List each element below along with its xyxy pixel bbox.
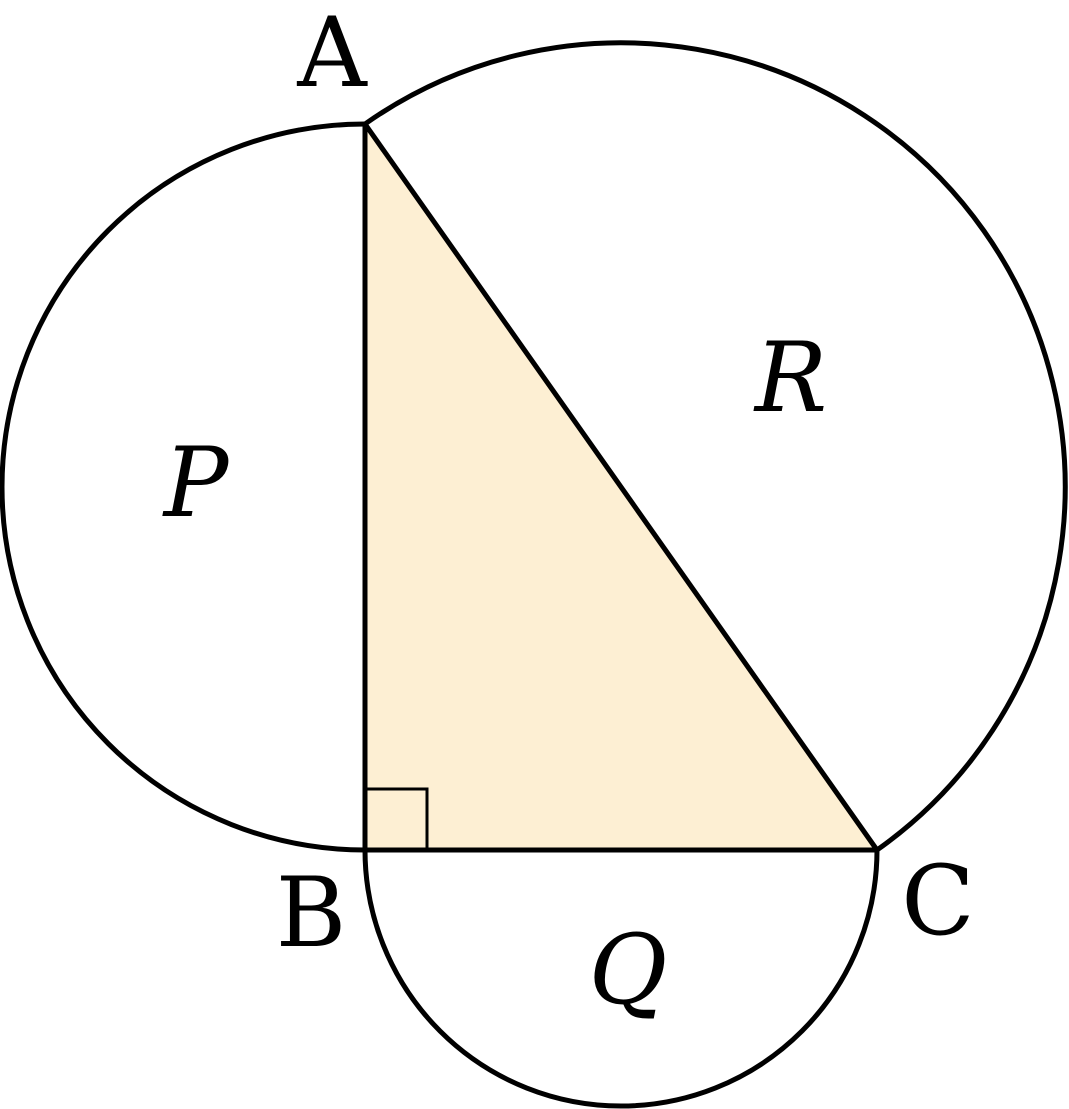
region-label-r: R (753, 322, 827, 434)
side-ac-hypotenuse (362, 122, 880, 852)
vertex-label-a: A (296, 0, 368, 109)
semicircle-p (0, 121, 366, 853)
vertex-label-c: C (901, 845, 974, 957)
vertex-label-b: B (276, 857, 347, 969)
semicircle-r (363, 40, 1068, 853)
region-label-q: Q (589, 914, 668, 1026)
semicircle-q (362, 849, 880, 1109)
right-angle-marker (365, 787, 429, 850)
region-label-p: P (162, 427, 230, 539)
